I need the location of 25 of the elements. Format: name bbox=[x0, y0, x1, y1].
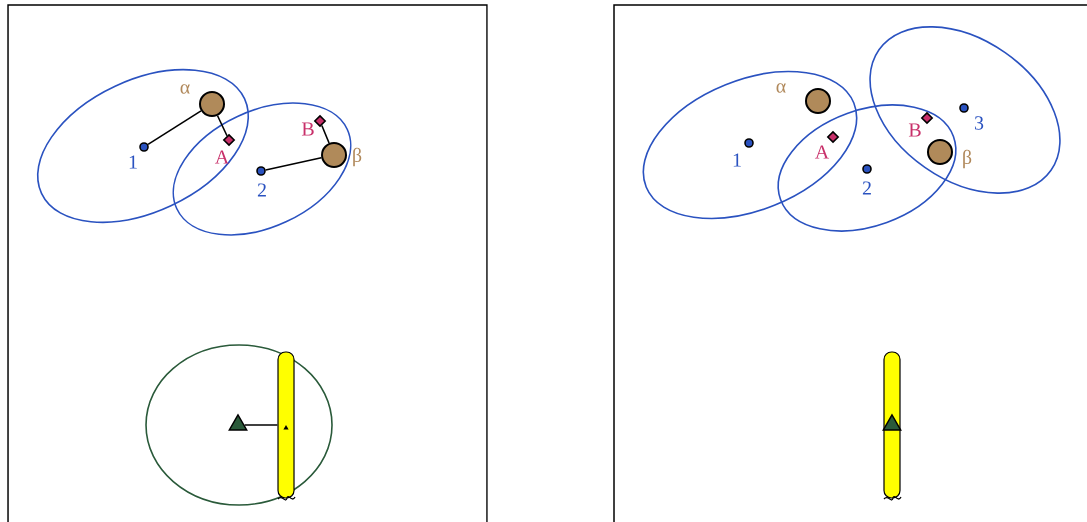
elongated-bar bbox=[883, 351, 902, 501]
point-label: 1 bbox=[733, 153, 741, 167]
point-label: A bbox=[215, 150, 230, 164]
point-label: 3 bbox=[974, 116, 984, 130]
point-label: α bbox=[180, 84, 190, 94]
large-circle bbox=[321, 142, 347, 168]
point-label: A bbox=[814, 145, 830, 159]
small-triangle bbox=[283, 425, 289, 430]
point-label: 1 bbox=[129, 155, 137, 169]
large-circle bbox=[199, 91, 225, 117]
point-label: α bbox=[776, 83, 786, 93]
connector-line bbox=[216, 114, 228, 137]
large-circle bbox=[805, 88, 831, 114]
large-circle bbox=[927, 139, 953, 165]
point-label: 2 bbox=[862, 181, 871, 195]
point-label: B bbox=[908, 123, 921, 137]
point-label: β bbox=[353, 147, 362, 167]
point-label: β bbox=[963, 149, 972, 169]
point-label: 2 bbox=[257, 183, 266, 197]
connector-line bbox=[321, 124, 330, 144]
connector-line bbox=[264, 157, 323, 171]
point-label: B bbox=[301, 122, 314, 136]
connector-line bbox=[147, 110, 202, 146]
connector-line bbox=[243, 424, 279, 426]
elongated-bar bbox=[277, 351, 296, 501]
